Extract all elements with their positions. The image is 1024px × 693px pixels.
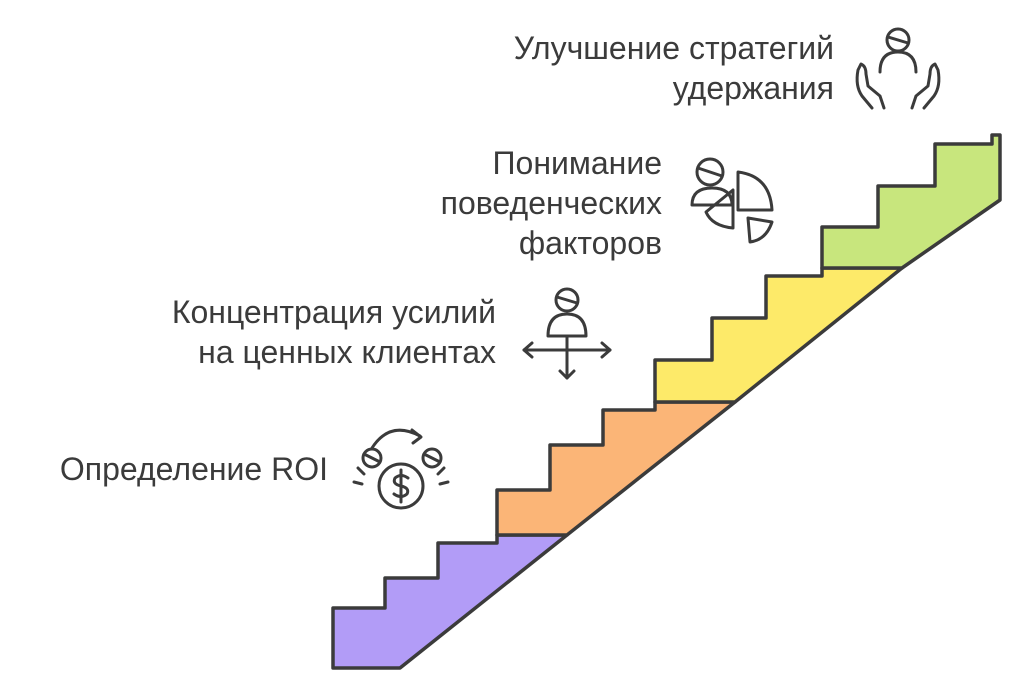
step-2-label: Концентрация усилий на ценных клиентах: [172, 292, 496, 372]
person-arrows-icon: [522, 287, 612, 380]
step-2-label-line-2: на ценных клиентах: [198, 334, 496, 370]
step-1-label: Определение ROI: [60, 449, 328, 489]
step-4-label-line-2: удержания: [672, 70, 834, 106]
step-3-label-line-2: поведенческих: [440, 185, 662, 221]
stair-segment-3: [653, 266, 904, 404]
person-hands-icon: [855, 27, 941, 110]
stair-segment-1: [331, 533, 569, 670]
step-4-label: Улучшение стратегий удержания: [514, 28, 834, 108]
step-3-label-line-3: факторов: [518, 225, 662, 261]
stair-segment-2: [495, 400, 737, 537]
step-4-label-line-1: Улучшение стратегий: [513, 30, 834, 66]
step-2-label-line-1: Концентрация усилий: [171, 294, 496, 330]
stair-segment-4: [820, 133, 1002, 270]
step-1-label-line-1: Определение ROI: [59, 451, 328, 487]
money-exchange-icon: [352, 428, 450, 510]
person-pie-chart-icon: [690, 157, 774, 244]
step-3-label: Понимание поведенческих факторов: [441, 143, 662, 263]
step-3-label-line-1: Понимание: [492, 145, 662, 181]
